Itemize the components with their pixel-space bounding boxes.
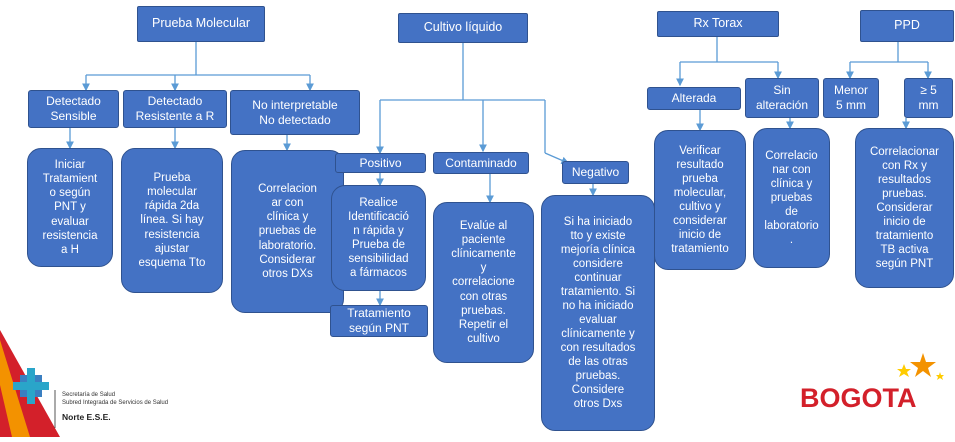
card-correlacionar-rx: Correlacionar con Rx y resultados prueba… (855, 128, 954, 288)
card-si-ha-iniciado: Si ha iniciado tto y existe mejoría clín… (541, 195, 655, 431)
bogota-wordmark: BOGOTA (800, 383, 917, 413)
node-detectado-sensible: Detectado Sensible (28, 90, 119, 128)
logo-line-subred: Subred Integrada de Servicios de Salud (62, 400, 169, 406)
card-iniciar-tratamiento: Iniciar Tratamient o según PNT y evaluar… (27, 148, 113, 267)
card-prueba-molecular-rapida: Prueba molecular rápida 2da línea. Si ha… (121, 148, 223, 293)
header-prueba-molecular: Prueba Molecular (137, 6, 265, 42)
card-identificacion-rapida: Realice Identificació n rápida y Prueba … (331, 185, 426, 291)
header-rx-torax: Rx Torax (657, 11, 779, 37)
node-menor-5mm: Menor 5 mm (823, 78, 879, 118)
node-alterada: Alterada (647, 87, 741, 110)
logo-line-norte: Norte E.S.E. (62, 412, 111, 422)
node-negativo: Negativo (562, 161, 629, 184)
card-correlacionar-clinica: Correlacion ar con clínica y pruebas de … (231, 150, 344, 313)
node-positivo: Positivo (335, 153, 426, 173)
card-tratamiento-segun-pnt: Tratamiento según PNT (330, 305, 428, 337)
header-ppd: PPD (860, 10, 954, 42)
node-sin-alteracion: Sin alteración (745, 78, 819, 118)
node-contaminado: Contaminado (433, 152, 529, 174)
node-no-interpretable: No interpretable No detectado (230, 90, 360, 135)
subred-emblem-icon (0, 330, 60, 437)
card-evalue-paciente: Evalúe al paciente clínicamente y correl… (433, 202, 534, 363)
subred-norte-logo: Secretaría de Salud Subred Integrada de … (0, 330, 240, 437)
header-cultivo-liquido: Cultivo líquido (398, 13, 528, 43)
node-detectado-resistente: Detectado Resistente a R (123, 90, 227, 128)
card-verificar-resultado: Verificar resultado prueba molecular, cu… (654, 130, 746, 270)
bogota-logo: BOGOTA (800, 350, 950, 430)
node-mayor-igual-5mm: ≥ 5 mm (904, 78, 953, 118)
card-correlacionar-clinica-rx: Correlacio nar con clínica y pruebas de … (753, 128, 830, 268)
star-icon (897, 353, 944, 380)
logo-line-secretaria: Secretaría de Salud (62, 392, 116, 398)
